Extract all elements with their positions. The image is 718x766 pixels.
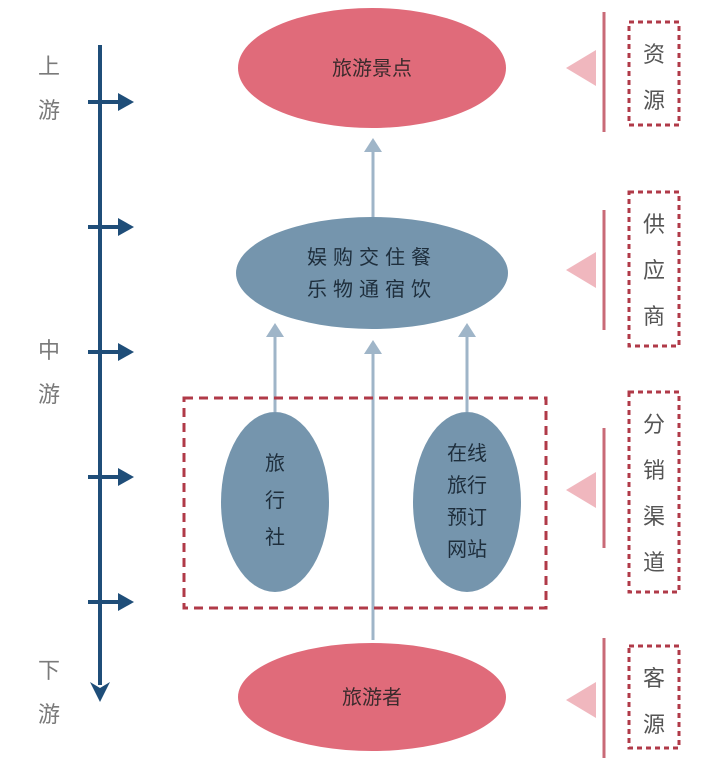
right-arrow-icon xyxy=(118,468,134,486)
node-online-booking-line: 预订 xyxy=(447,505,487,529)
side-label-char: 源 xyxy=(643,713,665,738)
side-category-suppliers: 供 应 商 xyxy=(566,190,681,348)
left-triangle-icon xyxy=(566,50,596,86)
stage-label-char: 游 xyxy=(38,703,60,728)
side-category-resources: 资 源 xyxy=(566,12,681,132)
side-category-customers: 客 源 xyxy=(566,638,681,758)
node-online-booking-line: 旅行 xyxy=(447,473,487,497)
node-attractions: 旅游景点 xyxy=(238,8,506,128)
side-label-char: 分 xyxy=(643,413,665,438)
left-triangle-icon xyxy=(566,252,596,288)
side-label-char: 商 xyxy=(643,305,665,330)
stage-label-upstream: 上 游 xyxy=(38,55,60,124)
side-label-char: 源 xyxy=(643,89,665,114)
arrow-tourists-to-services xyxy=(364,340,382,640)
node-services-line1: 娱购交住餐 xyxy=(307,245,437,269)
distribution-channel-box xyxy=(182,396,548,610)
side-label-char: 供 xyxy=(643,213,665,238)
left-triangle-icon xyxy=(566,682,596,718)
node-services-line2: 乐物通宿饮 xyxy=(307,277,437,301)
left-triangle-icon xyxy=(566,472,596,508)
stage-label-char: 游 xyxy=(38,383,60,408)
node-travel-agency-char: 社 xyxy=(265,525,285,549)
node-attractions-label: 旅游景点 xyxy=(332,56,412,80)
right-arrow-icon xyxy=(118,593,134,611)
stage-label-char: 游 xyxy=(38,99,60,124)
node-travel-agency-char: 行 xyxy=(265,488,285,512)
timeline-tick-2 xyxy=(88,218,134,236)
side-label-box xyxy=(627,190,681,348)
timeline-tick-5 xyxy=(88,593,134,611)
node-online-booking: 在线 旅行 预订 网站 xyxy=(413,412,521,592)
stage-label-char: 上 xyxy=(38,55,60,80)
timeline-down-arrow-icon xyxy=(90,682,110,702)
side-label-char: 渠 xyxy=(643,505,665,530)
side-label-box xyxy=(627,644,681,750)
timeline-tick-4 xyxy=(88,468,134,486)
side-label-char: 客 xyxy=(643,667,665,692)
node-services: 娱购交住餐 乐物通宿饮 xyxy=(236,217,508,329)
side-category-channels: 分 销 渠 道 xyxy=(566,390,681,594)
node-online-booking-line: 在线 xyxy=(447,441,487,465)
right-arrow-icon xyxy=(118,343,134,361)
node-tourists: 旅游者 xyxy=(238,643,506,751)
side-label-char: 道 xyxy=(643,551,665,576)
node-online-booking-line: 网站 xyxy=(447,537,487,561)
side-label-char: 销 xyxy=(643,459,665,484)
side-label-box xyxy=(627,20,681,127)
timeline-tick-3 xyxy=(88,343,134,361)
stage-label-downstream: 下 游 xyxy=(38,659,60,728)
side-label-char: 资 xyxy=(643,43,665,68)
node-travel-agency: 旅 行 社 xyxy=(221,412,329,592)
stage-label-char: 中 xyxy=(38,339,60,364)
side-label-box xyxy=(627,390,681,594)
stage-label-char: 下 xyxy=(38,659,60,684)
timeline-tick-1 xyxy=(88,93,134,111)
right-arrow-icon xyxy=(118,218,134,236)
arrow-services-to-attractions xyxy=(364,138,382,222)
node-tourists-label: 旅游者 xyxy=(342,685,402,709)
stage-timeline xyxy=(88,45,134,702)
node-travel-agency-char: 旅 xyxy=(265,451,285,475)
side-label-char: 应 xyxy=(643,259,665,284)
stage-label-midstream: 中 游 xyxy=(38,339,60,408)
right-arrow-icon xyxy=(118,93,134,111)
flow-arrows xyxy=(266,138,476,640)
arrow-online-to-services xyxy=(458,323,476,412)
